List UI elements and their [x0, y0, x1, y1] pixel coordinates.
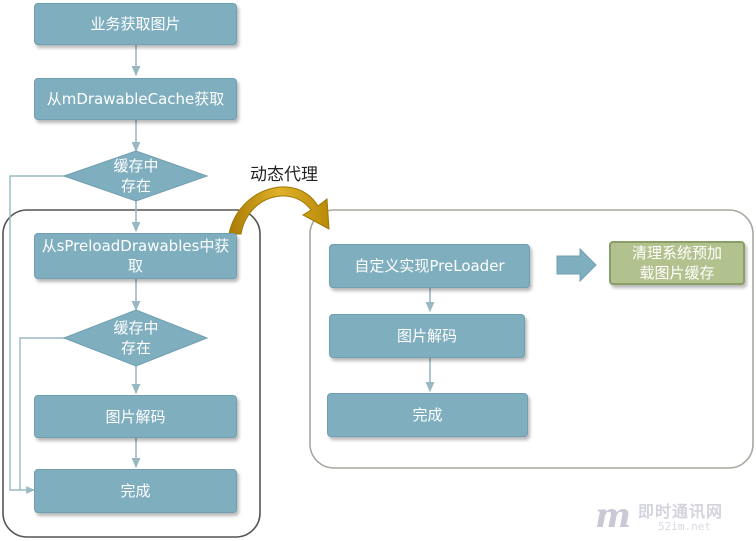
right-region — [309, 209, 754, 469]
dynamic-proxy-arrow — [228, 186, 330, 235]
spreload-line-2: 取 — [127, 257, 143, 275]
get-image-node: 业务获取图片 — [34, 3, 237, 45]
mdrawablecache-label: 从mDrawableCache获取 — [46, 90, 225, 108]
decode-right-node: 图片解码 — [329, 314, 525, 358]
watermark-logo-icon: m — [595, 496, 631, 536]
dynamic-proxy-label: 动态代理 — [250, 165, 318, 185]
decode-left-label: 图片解码 — [105, 407, 166, 426]
decision-diamond-1 — [62, 150, 209, 202]
bypass-line-2 — [19, 337, 72, 490]
done-left-label: 完成 — [120, 482, 151, 500]
custom-preloader-node: 自定义实现PreLoader — [329, 244, 530, 288]
watermark: m 即时通讯网 52im.net — [592, 496, 752, 538]
mdrawablecache-node: 从mDrawableCache获取 — [34, 78, 237, 120]
watermark-url: 52im.net — [658, 520, 711, 533]
decision-diamond-2 — [62, 309, 209, 367]
decode-right-label: 图片解码 — [396, 327, 457, 345]
done-right-node: 完成 — [327, 393, 528, 437]
left-region — [2, 209, 261, 538]
watermark-text: 即时通讯网 — [638, 502, 724, 521]
custom-preloader-label: 自定义实现PreLoader — [354, 257, 505, 275]
done-left-node: 完成 — [34, 469, 237, 513]
clear-cache-line-2: 载图片缓存 — [639, 264, 715, 282]
clear-cache-node: 清理系统预加 载图片缓存 — [609, 241, 745, 285]
get-image-label: 业务获取图片 — [90, 15, 181, 33]
done-right-label: 完成 — [412, 406, 443, 424]
right-block-arrow — [556, 247, 597, 283]
clear-cache-line-1: 清理系统预加 — [631, 244, 722, 262]
decode-left-node: 图片解码 — [34, 395, 237, 438]
spreload-node: 从sPreloadDrawables中获 取 — [34, 233, 237, 279]
bypass-line-1 — [9, 175, 72, 494]
spreload-line-1: 从sPreloadDrawables中获 — [41, 237, 230, 255]
